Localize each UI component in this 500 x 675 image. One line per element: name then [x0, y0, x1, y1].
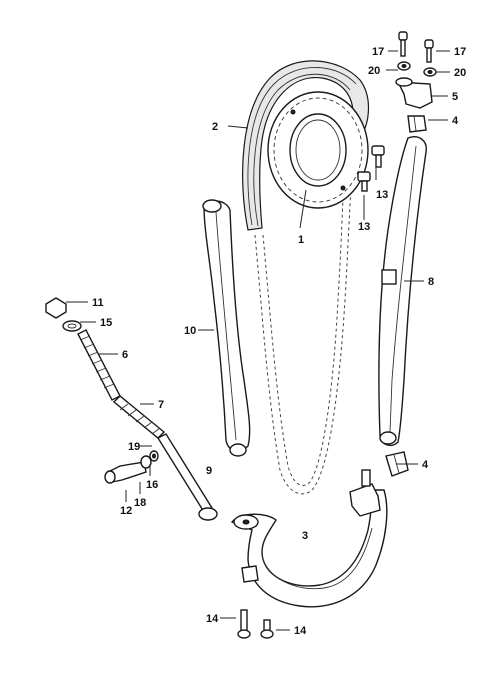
- callout-16: 16: [146, 479, 158, 491]
- callout-14-left: 14: [206, 613, 219, 625]
- adjuster-bolt-set: [104, 450, 159, 484]
- callout-1: 1: [298, 234, 304, 246]
- callout-11: 11: [92, 297, 104, 309]
- callout-19: 19: [128, 441, 140, 453]
- lower-guide-bolts: [237, 609, 274, 639]
- callout-4-upper: 4: [452, 115, 459, 127]
- callout-18: 18: [134, 497, 146, 509]
- callout-8: 8: [428, 276, 434, 288]
- callout-17-left: 17: [372, 46, 384, 58]
- callout-4-lower: 4: [422, 459, 429, 471]
- callout-15: 15: [100, 317, 112, 329]
- tensioner-rod-assembly: [45, 297, 218, 521]
- callout-14-right: 14: [294, 625, 307, 637]
- callout-9: 9: [206, 465, 212, 477]
- callout-labels: 1 2 3 4 4 5 6 7 8 9 10 11 12 13 13 14 14…: [92, 46, 466, 637]
- callout-7: 7: [158, 399, 164, 411]
- callout-17-right: 17: [454, 46, 466, 58]
- callout-10: 10: [184, 325, 196, 337]
- callout-13-upper: 13: [376, 189, 388, 201]
- callout-2: 2: [212, 121, 218, 133]
- callout-13-lower: 13: [358, 221, 370, 233]
- callout-12: 12: [120, 505, 132, 517]
- top-right-hardware: [395, 31, 437, 133]
- tensioner-slipper: [378, 136, 427, 447]
- lower-chain-guide: [230, 469, 388, 608]
- callout-3: 3: [302, 530, 308, 542]
- callout-20-left: 20: [368, 65, 380, 77]
- cam-sprocket: [267, 91, 369, 209]
- callout-20-right: 20: [454, 67, 466, 79]
- callout-6: 6: [122, 349, 128, 361]
- leader-lines: [66, 50, 450, 631]
- callout-5: 5: [452, 91, 458, 103]
- chain-guide: [202, 199, 251, 457]
